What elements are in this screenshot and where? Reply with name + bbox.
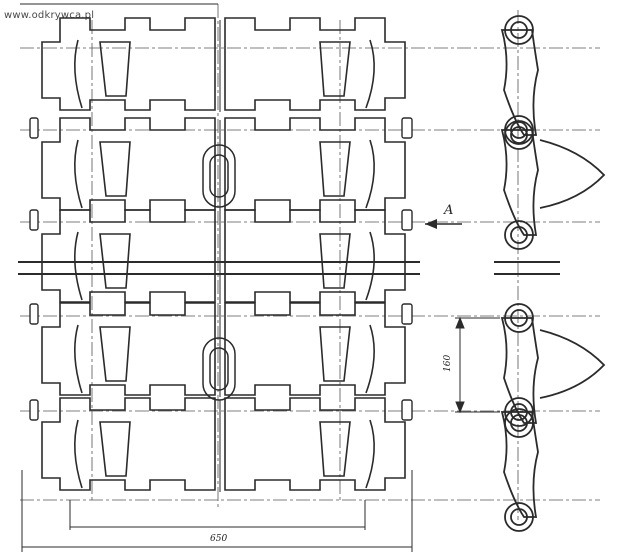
pitch-dimension (455, 316, 500, 414)
horn-profile-upper (539, 139, 606, 209)
width-dimension (21, 470, 413, 552)
section-arrow: A (425, 203, 462, 229)
track-link-2 (41, 117, 406, 213)
guide-horn (202, 144, 236, 401)
pin-ends (29, 117, 413, 421)
horn-profile-lower (539, 329, 606, 399)
section-label: A (443, 203, 453, 218)
track-link-3 (41, 209, 406, 305)
track-link-1 (41, 17, 406, 113)
pitch-dimension-label: 160 (443, 355, 453, 372)
side-view (494, 15, 606, 532)
width-dimension-label: 650 (210, 534, 227, 544)
side-link-upper-2 (501, 115, 539, 250)
plan-view (18, 17, 420, 493)
watermark: www.odkrywca.pl (4, 10, 95, 21)
track-link-5 (41, 397, 406, 493)
